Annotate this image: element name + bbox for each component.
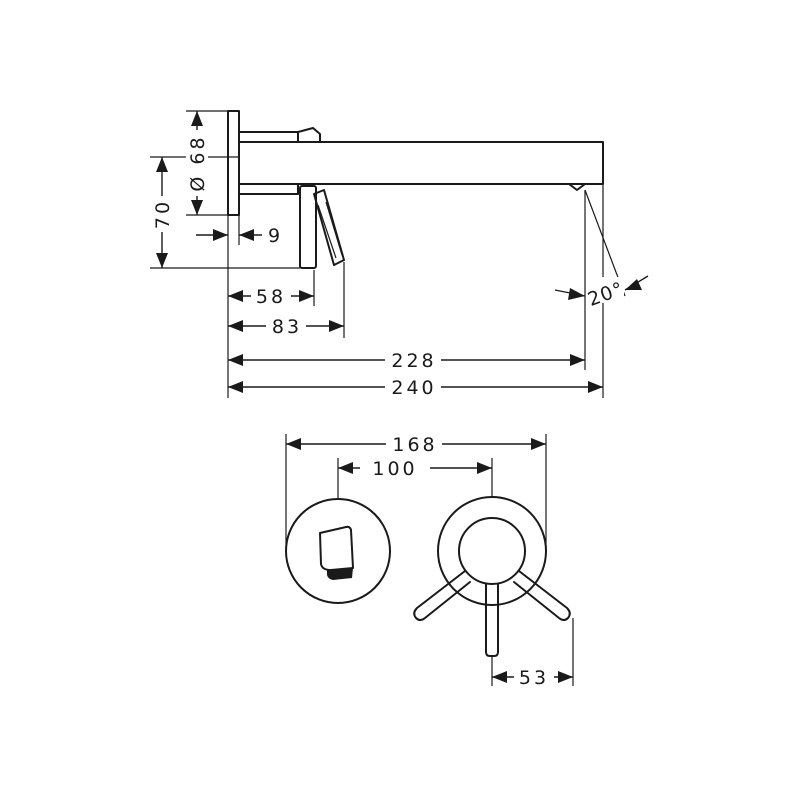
extension-lines-front bbox=[285, 434, 574, 686]
lever-front-down bbox=[485, 583, 499, 657]
lever-straight bbox=[299, 185, 317, 269]
dim-plate-span-label: 168 bbox=[392, 434, 437, 456]
dim-lever-offset: 58 bbox=[228, 284, 314, 308]
dim-lever-length: 53 bbox=[492, 665, 573, 689]
dim-plate-centers: 100 bbox=[338, 456, 492, 480]
dim-lever-reach-label: 83 bbox=[272, 316, 302, 338]
dim-diameter: Ø 68 bbox=[186, 111, 209, 215]
dim-spout-angle: 20° bbox=[554, 275, 649, 311]
lever-front-right bbox=[513, 570, 571, 621]
dim-spout-outlet: 228 bbox=[228, 348, 585, 372]
lever-front-left bbox=[413, 570, 471, 621]
spout bbox=[238, 141, 604, 185]
dim-diameter-label: Ø 68 bbox=[187, 134, 209, 191]
spout-plate bbox=[285, 498, 391, 604]
lever-angled bbox=[313, 189, 345, 266]
dim-lever-length-label: 53 bbox=[519, 667, 549, 689]
dim-total-length-label: 240 bbox=[391, 377, 436, 399]
mixer-body-top bbox=[238, 131, 299, 143]
mixer-plate bbox=[437, 496, 547, 606]
spout-outlet bbox=[319, 525, 354, 571]
side-view bbox=[227, 110, 604, 269]
dim-plate-centers-label: 100 bbox=[372, 458, 417, 480]
mixer-knob bbox=[458, 517, 526, 585]
mixer-body-bottom bbox=[238, 183, 299, 195]
dim-lever-offset-label: 58 bbox=[256, 286, 286, 308]
aerator bbox=[568, 183, 586, 191]
dim-lever-reach: 83 bbox=[228, 314, 344, 338]
dim-flange: 9 bbox=[196, 225, 283, 247]
dim-flange-label: 9 bbox=[268, 225, 283, 247]
dim-height-label: 70 bbox=[152, 199, 174, 229]
dim-height: 70 bbox=[151, 157, 174, 268]
wall-plate bbox=[227, 110, 240, 216]
front-view bbox=[285, 496, 571, 657]
mixer-cap bbox=[297, 127, 321, 143]
dim-plate-span: 168 bbox=[286, 432, 546, 456]
dim-total-length: 240 bbox=[228, 375, 603, 399]
dim-spout-outlet-label: 228 bbox=[391, 350, 436, 372]
